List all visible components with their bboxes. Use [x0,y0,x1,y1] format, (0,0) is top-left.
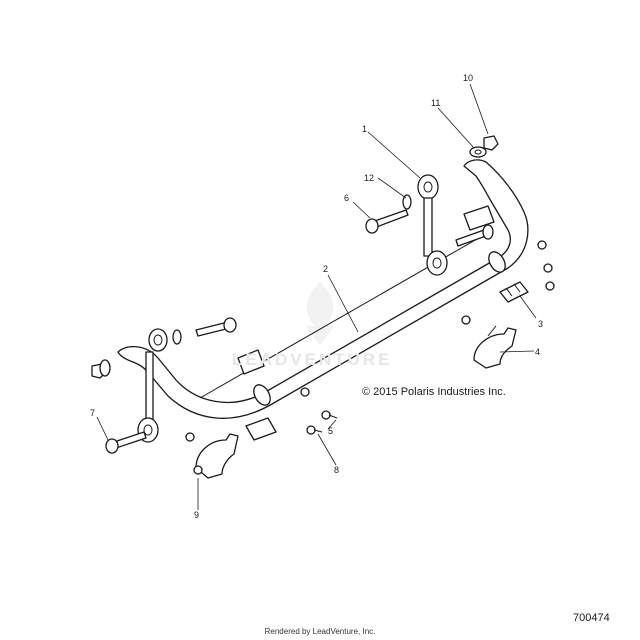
bolt-9 [193,465,203,475]
document-number: 700474 [573,612,610,624]
callout-10: 10 [463,73,473,83]
bushing-lower [245,417,277,441]
washer-right [402,194,412,210]
callout-3: 3 [538,319,543,329]
callout-12: 12 [364,173,374,183]
callout-6: 6 [344,193,349,203]
nut-center [300,387,310,397]
rendered-by-footer: Rendered by LeadVenture, Inc. [264,627,376,636]
callout-11: 11 [431,98,440,108]
clamp-4 [473,325,517,369]
callout-4: 4 [535,347,540,357]
washer-11 [469,146,487,158]
nut-lower-left [185,432,195,442]
bushing-3-right [499,281,529,303]
nut-upper-right-2 [543,263,553,273]
clamp-lower-left [195,433,239,479]
bolt-8 [306,425,323,435]
callout-9: 9 [194,510,199,520]
watermark-logo [306,282,334,346]
callout-1: 1 [362,124,367,134]
nut-upper-right-3 [545,281,555,291]
bolt-bar-right [455,224,494,247]
end-link-left [137,328,168,443]
leader-lines [96,83,537,510]
bar-bushing-left [253,384,271,406]
bolt-left-upper [195,317,237,337]
callout-7: 7 [90,408,95,418]
callout-2: 2 [323,264,328,274]
callout-8: 8 [334,465,339,475]
washer-left-outer [99,359,111,377]
nut-right-mid [461,315,471,325]
bolt-5 [321,410,338,420]
bolt-left-lower [105,431,147,454]
bushing-center [237,349,265,375]
washer-left [172,329,182,345]
bushing-upper-right [463,205,495,231]
end-link-right [417,174,448,276]
nut-upper-right-1 [537,240,547,250]
nut-10 [483,135,499,151]
copyright-text: © 2015 Polaris Industries Inc. [362,386,506,398]
callout-5: 5 [328,426,333,436]
bolt-right [365,209,409,234]
watermark-text: LEADVENTURE [232,350,393,369]
bar-bushing-right [488,251,506,273]
